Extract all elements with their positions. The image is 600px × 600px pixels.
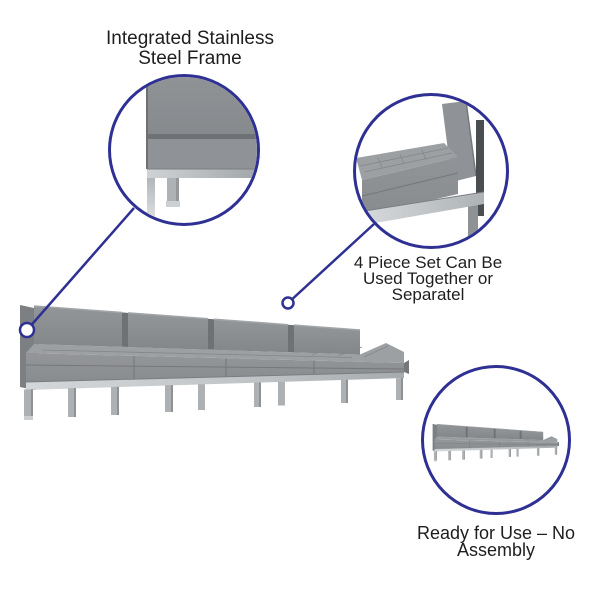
annotation-frame: Integrated Stainless Steel Frame: [70, 29, 310, 69]
callout-circle-side-closeup: [353, 93, 509, 249]
annotation-ready-line1: Ready for Use – No: [416, 523, 576, 543]
mini-set-image: [432, 423, 560, 462]
annotation-frame-line1: Integrated Stainless: [106, 28, 274, 49]
annotation-set-line2: Used Together or: [362, 269, 494, 288]
callout-circle-frame-closeup: [108, 74, 260, 226]
sofa-artwork: [20, 305, 409, 420]
annotation-ready: Ready for Use – No Assembly: [396, 523, 596, 560]
annotation-ready-line2: Assembly: [456, 540, 536, 560]
main-product-image: [20, 305, 409, 420]
annotation-set-line3: Separatel: [391, 285, 465, 304]
annotation-set: 4 Piece Set Can Be Used Together or Sepa…: [328, 253, 528, 304]
annotation-set-line1: 4 Piece Set Can Be: [353, 253, 503, 272]
annotation-frame-line2: Steel Frame: [138, 48, 242, 69]
frame-closeup-image: [146, 77, 257, 223]
callout-circle-mini-set: [421, 365, 571, 515]
side-closeup-image: [356, 100, 485, 244]
